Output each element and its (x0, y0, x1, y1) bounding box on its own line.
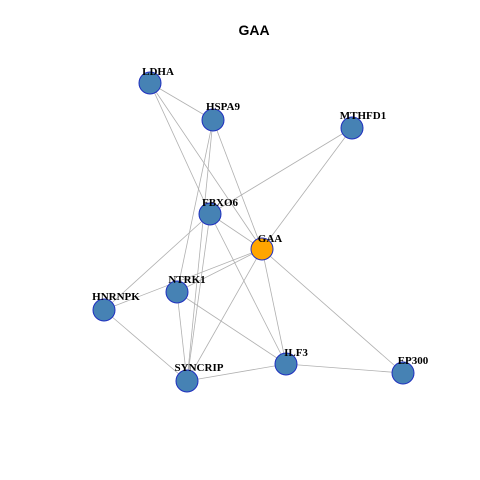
graph-title: GAA (238, 22, 269, 38)
node-label-mthfd1: MTHFD1 (340, 110, 386, 122)
node-mthfd1 (340, 116, 364, 140)
edge-syncrip-ilf3 (186, 363, 287, 382)
node-label-gaa: GAA (258, 233, 283, 245)
edge-gaa-ilf3 (261, 248, 287, 365)
edge-layer (103, 82, 404, 382)
edge-hspa9-syncrip (186, 119, 214, 382)
edge-ntrk1-ilf3 (176, 291, 287, 365)
node-syncrip (175, 369, 199, 393)
edge-fbxo6-hnrnpk (103, 213, 211, 311)
edge-mthfd1-gaa (261, 127, 353, 250)
node-hnrnpk (92, 298, 116, 322)
node-gaa (250, 237, 274, 261)
edge-hspa9-ntrk1 (176, 119, 214, 293)
edge-gaa-ep300 (261, 248, 404, 374)
edge-gaa-ntrk1 (176, 248, 263, 293)
node-label-hnrnpk: HNRNPK (92, 291, 140, 303)
node-label-ntrk1: NTRK1 (168, 274, 205, 286)
node-ilf3 (274, 352, 298, 376)
edge-ntrk1-syncrip (176, 291, 188, 382)
edge-hnrnpk-syncrip (103, 309, 188, 382)
edge-ldha-fbxo6 (149, 82, 211, 215)
edge-fbxo6-ilf3 (209, 213, 287, 365)
node-ep300 (391, 361, 415, 385)
node-ntrk1 (165, 280, 189, 304)
node-label-fbxo6: FBXO6 (202, 197, 239, 209)
edge-gaa-hnrnpk (103, 248, 263, 311)
node-label-ep300: EP300 (398, 355, 429, 367)
edge-ldha-hspa9 (149, 82, 214, 121)
node-label-ilf3: ILF3 (284, 347, 308, 359)
node-label-hspa9: HSPA9 (206, 101, 241, 113)
edge-ldha-gaa (149, 82, 263, 250)
node-label-ldha: LDHA (142, 66, 174, 78)
edge-gaa-syncrip (186, 248, 263, 382)
edge-ilf3-ep300 (285, 363, 404, 374)
node-ldha (138, 71, 162, 95)
edge-fbxo6-syncrip (186, 213, 211, 382)
node-label-syncrip: SYNCRIP (175, 362, 224, 374)
node-fbxo6 (198, 202, 222, 226)
edge-mthfd1-fbxo6 (209, 127, 353, 215)
edge-hspa9-gaa (212, 119, 263, 250)
node-hspa9 (201, 108, 225, 132)
